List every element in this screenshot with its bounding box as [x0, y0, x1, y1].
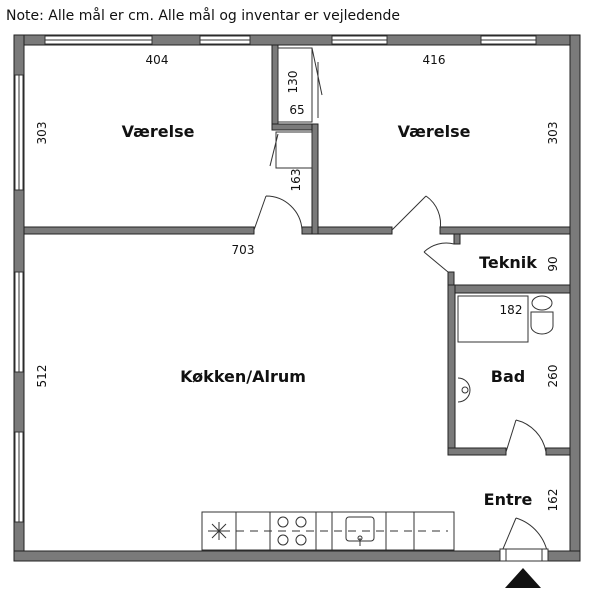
- outer-wall-bottom-left: [13, 550, 501, 562]
- dim-entre-height: 162: [546, 489, 560, 512]
- room-label-kitchen: Køkken/Alrum: [180, 367, 306, 386]
- door-bedroom-left: [253, 195, 303, 231]
- doors: [253, 195, 549, 562]
- wall-bath-left: [447, 284, 456, 456]
- closet-shelf-upper: [277, 47, 313, 123]
- kitchen-counter: [201, 511, 455, 551]
- door-teknik: [423, 242, 455, 273]
- wall-bedroom-mid-bottom: [301, 226, 393, 235]
- wall-teknik-left-upper: [453, 233, 461, 245]
- dim-bad-width: 182: [500, 303, 523, 317]
- dim-closet-top: 130: [286, 71, 300, 94]
- dim-left-width: 404: [146, 53, 169, 67]
- dim-closet-depth: 65: [289, 103, 304, 117]
- wall-bedroom-right-bottom: [439, 226, 571, 235]
- fixtures: [201, 295, 554, 551]
- outer-wall-bottom-right: [547, 550, 581, 562]
- dim-left-height: 303: [35, 122, 49, 145]
- wall-bedroom-left-bottom: [23, 226, 255, 235]
- door-bath: [505, 419, 547, 453]
- dim-right-height: 303: [546, 122, 560, 145]
- toilet-icon: [530, 311, 554, 335]
- fan-icon: [210, 522, 228, 540]
- outer-wall-right: [569, 34, 581, 562]
- wall-bath-bottom-left: [447, 447, 507, 456]
- closet-shelf-lower: [275, 131, 313, 169]
- dim-teknik-height: 90: [546, 256, 560, 271]
- dim-bad-height: 260: [546, 365, 560, 388]
- door-bedroom-right: [391, 195, 442, 231]
- room-label-bad: Bad: [491, 367, 525, 386]
- wall-bedrooms-divider: [311, 123, 319, 235]
- dim-closet-side: 163: [289, 169, 303, 192]
- dim-right-width: 416: [423, 53, 446, 67]
- door-entrance-threshold: [499, 548, 549, 562]
- entrance-arrow-icon: [505, 568, 541, 588]
- toilet-tank-icon: [531, 295, 553, 311]
- wall-bath-bottom-right: [545, 447, 571, 456]
- bath-shower-outline: [457, 295, 529, 343]
- dim-kitchen-height: 512: [35, 365, 49, 388]
- room-label-entre: Entre: [484, 490, 533, 509]
- room-label-bedroom-right: Værelse: [398, 122, 471, 141]
- wall-closet-bottom: [271, 123, 313, 131]
- dim-kitchen-width: 703: [232, 243, 255, 257]
- plan-note: Note: Alle mål er cm. Alle mål og invent…: [6, 8, 401, 24]
- wall-closet-left: [271, 44, 279, 131]
- wall-teknik-bottom: [447, 284, 571, 294]
- cooktop-icon: [277, 516, 307, 546]
- room-label-bedroom-left: Værelse: [122, 122, 195, 141]
- room-label-teknik: Teknik: [479, 253, 537, 272]
- windows: [14, 35, 537, 523]
- sink-icon: [457, 377, 471, 403]
- kitchen-sink-icon: [345, 516, 375, 546]
- closet: [269, 47, 323, 169]
